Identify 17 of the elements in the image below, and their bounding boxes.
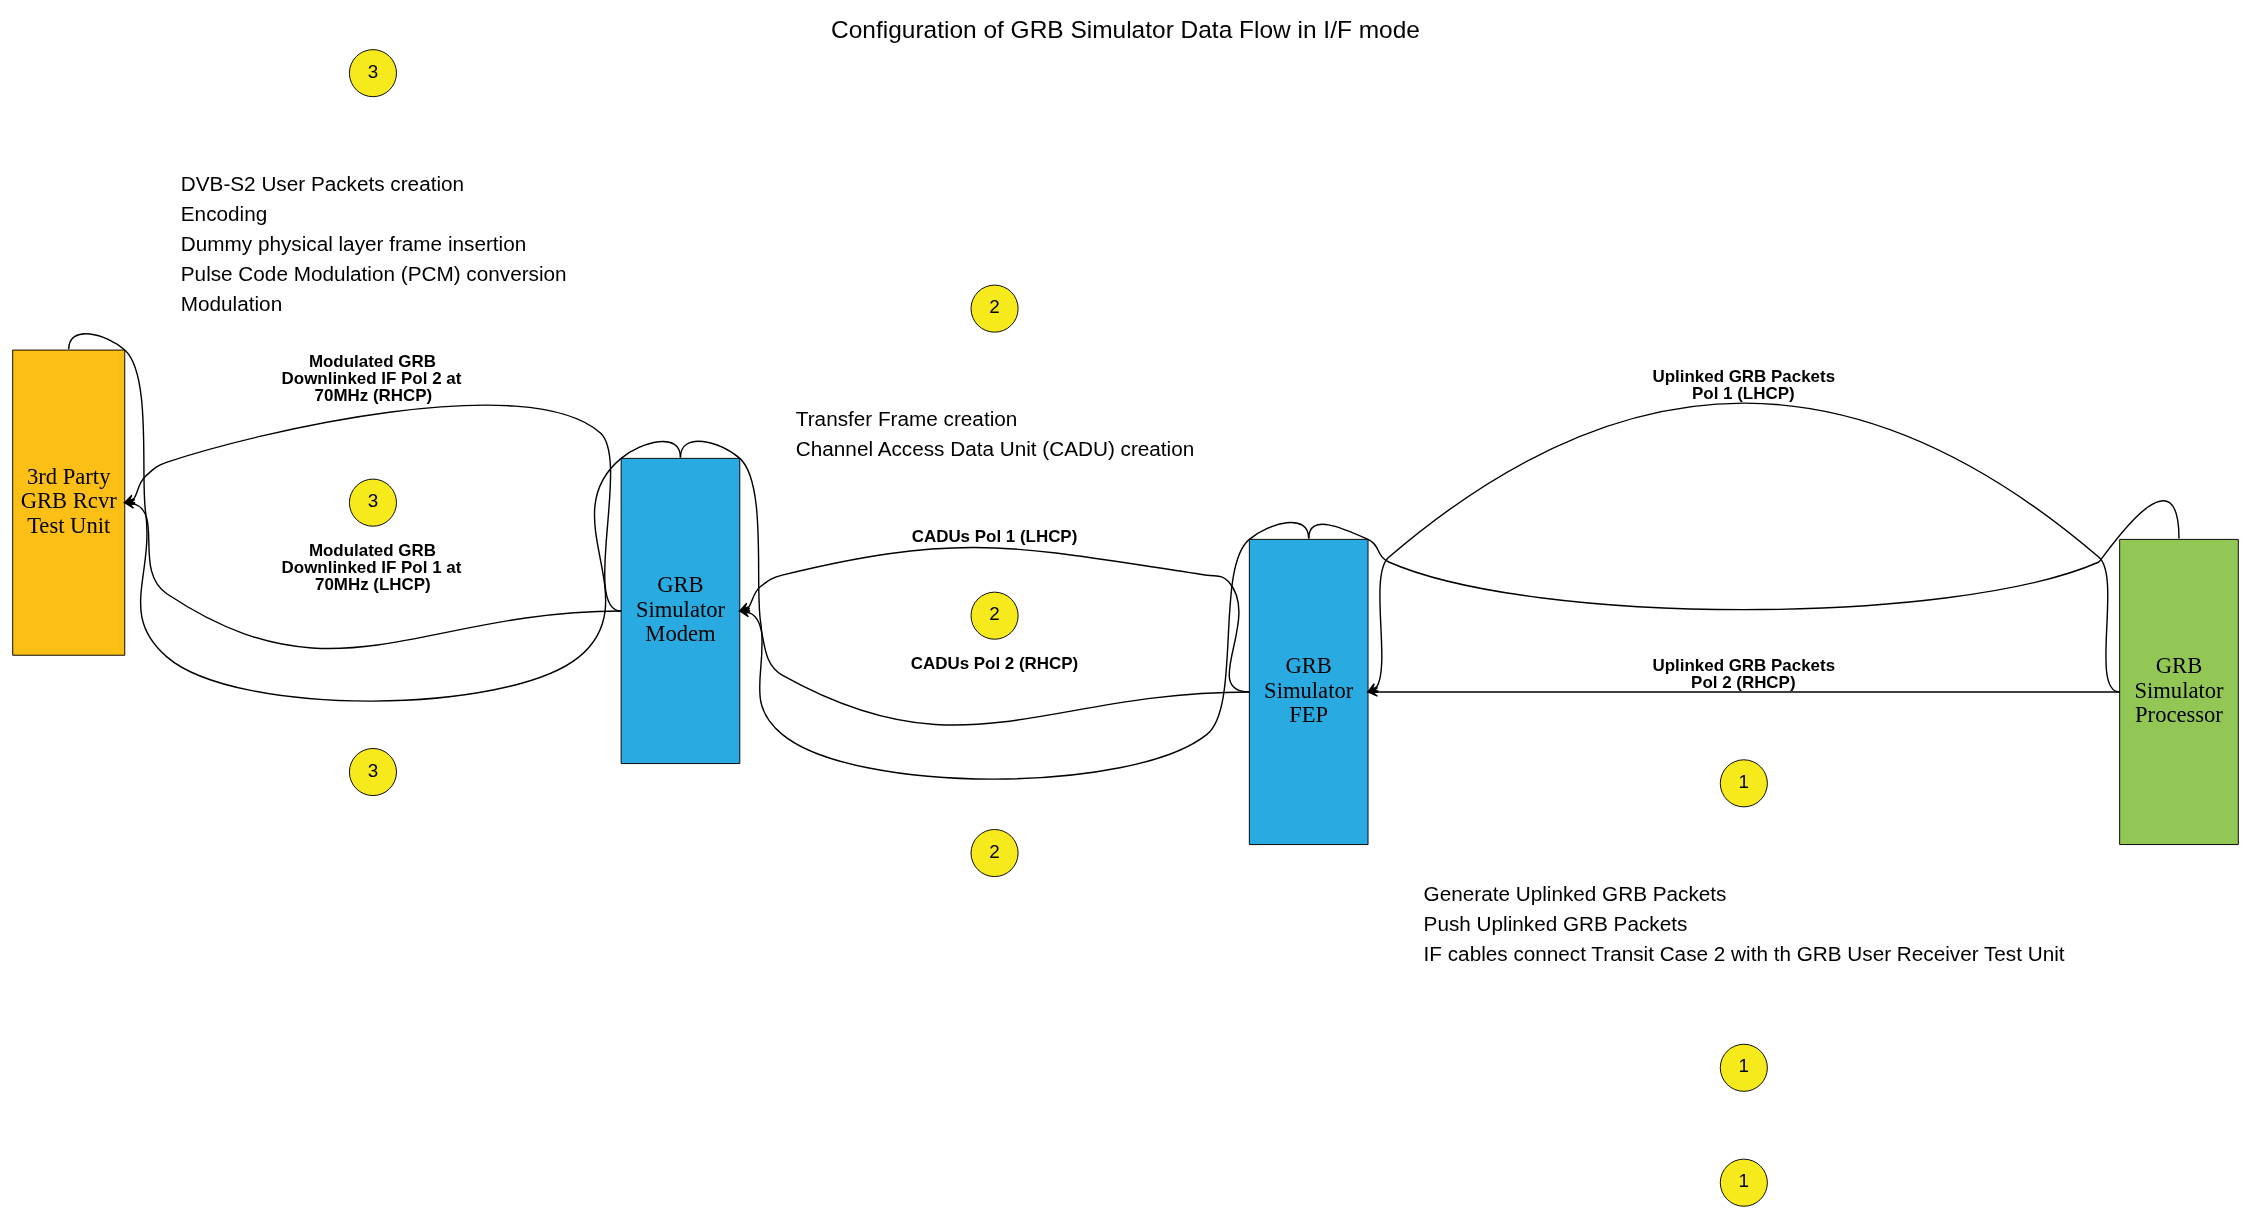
edge-label: CADUs Pol 1 (LHCP) xyxy=(911,526,1078,546)
edge-label: CADUs Pol 2 (RHCP) xyxy=(910,653,1079,673)
edge-label: Modulated GRB Downlinked IF Pol 2 at 70MHz (RHCP) xyxy=(281,352,462,406)
node-label: Channel Access Data Unit (CADU) creation xyxy=(795,437,1195,461)
node-label: Generate Uplinked GRB Packets xyxy=(1423,881,1727,905)
diagram-title: Configuration of GRB Simulator Data Flow in I/F mode xyxy=(831,16,1420,44)
node-label: Pulse Code Modulation (PCM) conversion xyxy=(180,261,567,285)
node-label: Modulation xyxy=(180,292,283,316)
node-label: IF cables connect Transit Case 2 with th GRB User Receiver Test Unit xyxy=(1423,941,2065,965)
node-label: Encoding xyxy=(180,201,268,225)
node-label: Transfer Frame creation xyxy=(795,406,1018,430)
edge-label: Uplinked GRB Packets Pol 2 (RHCP) xyxy=(1652,655,1836,692)
edge-label: Uplinked GRB Packets Pol 1 (LHCP) xyxy=(1652,367,1836,404)
node-label: Dummy physical layer frame insertion xyxy=(180,231,527,255)
node-label: Push Uplinked GRB Packets xyxy=(1423,911,1688,935)
edge-label: Modulated GRB Downlinked IF Pol 1 at 70MHz (LHCP) xyxy=(281,540,462,594)
node-label: DVB-S2 User Packets creation xyxy=(180,171,465,195)
